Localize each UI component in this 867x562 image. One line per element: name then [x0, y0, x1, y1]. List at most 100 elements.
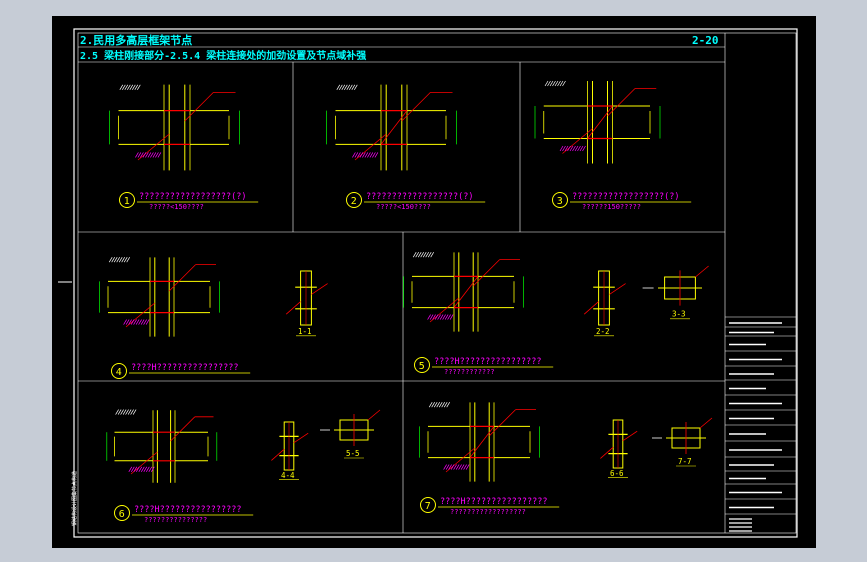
- detail-number-circle: [552, 192, 568, 208]
- weld-symbol: [132, 409, 137, 415]
- weld-symbol: [140, 319, 145, 325]
- weld-symbol: [148, 466, 153, 472]
- weld-symbol: [353, 84, 358, 90]
- plan-view: 3-3: [642, 265, 709, 320]
- detail-number-circle: [346, 192, 362, 208]
- weld-symbol: [460, 464, 465, 470]
- weld-symbol: [369, 152, 374, 158]
- detail-2-label: 2??????????????????(?)?????<150????: [346, 192, 486, 211]
- detail-number: 7: [425, 501, 431, 512]
- detail-drawings: 1??????????????????(?)?????<150????2????…: [99, 80, 713, 524]
- page-number: 2-20: [692, 34, 719, 47]
- weld-symbol: [135, 319, 140, 325]
- weld-symbol: [567, 145, 571, 152]
- leader-line: [367, 409, 381, 421]
- cad-viewport[interactable]: 2.民用多高层框架节点 2.5 梁柱刚接部分-2.5.4 梁柱连接处的加劲设置及…: [52, 16, 816, 548]
- weld-symbol: [441, 402, 446, 408]
- weld-symbol: [140, 152, 144, 158]
- beam-column-joint: [99, 257, 220, 337]
- weld-symbol: [118, 257, 123, 263]
- weld-symbol: [138, 319, 142, 325]
- diagonal-stiffener: [469, 426, 495, 458]
- weld-symbol: [140, 466, 145, 472]
- weld-symbol: [125, 319, 130, 325]
- detail-number-circle: [420, 497, 436, 513]
- section-view: 1-1: [285, 270, 328, 337]
- weld-symbol: [362, 152, 366, 158]
- drawing-sheet: 2.民用多高层框架节点 2.5 梁柱刚接部分-2.5.4 梁柱连接处的加劲设置及…: [58, 28, 798, 538]
- detail-title: ??????????????????(?): [572, 192, 679, 202]
- beam-column-joint: [326, 84, 457, 171]
- weld-symbol: [455, 464, 460, 470]
- weld-symbol: [138, 466, 143, 472]
- leader-line: [125, 302, 156, 328]
- weld-symbol: [123, 257, 128, 263]
- beam-column-joint: [106, 409, 218, 483]
- leader-line: [293, 432, 309, 444]
- plan-view: 7-7: [652, 417, 713, 467]
- detail-subtitle: ?????<150????: [376, 203, 431, 211]
- weld-symbol: [336, 84, 341, 90]
- plan-view: 5-5: [320, 409, 381, 459]
- weld-symbol: [427, 314, 431, 320]
- weld-symbol: [128, 466, 133, 472]
- weld-symbol: [429, 314, 434, 320]
- detail-subtitle: ???????????????: [144, 516, 207, 524]
- weld-symbol: [559, 145, 564, 152]
- weld-symbol: [445, 464, 450, 470]
- diagonal-stiffener: [453, 276, 479, 308]
- weld-symbol: [135, 466, 140, 472]
- weld-symbol: [108, 257, 113, 263]
- weld-symbol: [346, 84, 351, 90]
- weld-symbol: [417, 252, 422, 258]
- detail-title: ??????????????????(?): [139, 192, 246, 202]
- leader-line: [401, 92, 431, 122]
- leader-line: [184, 92, 214, 122]
- diagonal-stiffener: [587, 105, 613, 139]
- section-view: 2-2: [583, 270, 626, 337]
- leader-line: [130, 451, 158, 475]
- detail-number: 1: [124, 196, 130, 207]
- weld-symbol: [439, 314, 444, 320]
- leader-line: [609, 283, 626, 295]
- weld-symbol: [352, 152, 356, 158]
- weld-symbol: [420, 252, 425, 258]
- leader-line: [600, 446, 614, 459]
- detail-7-label: 7????H??????????????????????????????????: [420, 497, 560, 516]
- weld-symbol: [119, 84, 124, 90]
- weld-symbol: [579, 145, 584, 152]
- leader-line: [271, 448, 285, 461]
- weld-symbol: [436, 402, 441, 408]
- weld-symbol: [415, 252, 420, 258]
- detail-number: 4: [116, 367, 122, 378]
- detail-subtitle: ?????<150????: [149, 203, 204, 211]
- beam-column-joint: [534, 80, 661, 164]
- section-label: 6-6: [610, 469, 624, 478]
- weld-symbol: [137, 152, 142, 158]
- weld-symbol: [450, 464, 455, 470]
- weld-symbol: [126, 257, 131, 263]
- weld-symbol: [131, 84, 136, 90]
- leader-line: [607, 88, 636, 117]
- weld-symbol: [157, 152, 162, 158]
- weld-symbol: [433, 402, 438, 408]
- weld-symbol: [364, 152, 369, 158]
- section-label: 4-4: [281, 471, 295, 480]
- section-label: 2-2: [596, 327, 610, 336]
- detail-title: ????H????????????????: [440, 497, 547, 507]
- inner-border: [77, 32, 797, 534]
- detail-4-label: 4????H????????????????: [111, 363, 251, 379]
- leader-line: [622, 430, 638, 442]
- weld-symbol: [425, 252, 430, 258]
- beam-column-joint: [403, 252, 524, 332]
- weld-symbol: [544, 80, 549, 87]
- diagonal-stiffener: [380, 110, 408, 145]
- weld-symbol: [432, 314, 436, 320]
- weld-symbol: [564, 145, 569, 152]
- weld-symbol: [134, 84, 139, 90]
- weld-symbol: [569, 145, 574, 152]
- weld-symbol: [427, 252, 432, 258]
- section-title: 2.5 梁柱刚接部分-2.5.4 梁柱连接处的加劲设置及节点域补强: [80, 49, 366, 62]
- weld-symbol: [126, 84, 131, 90]
- weld-symbol: [150, 466, 155, 472]
